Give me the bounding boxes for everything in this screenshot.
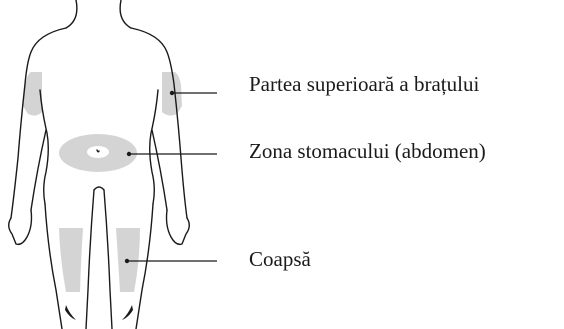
thigh-label: Coapsă	[249, 249, 311, 270]
neck-left	[66, 0, 77, 28]
knee-marks	[65, 305, 133, 320]
right-leg-outer	[136, 204, 153, 329]
stomach-area-label: Zona stomacului (abdomen)	[249, 141, 486, 162]
left-hand	[9, 210, 32, 244]
right-shoulder-arm-outer	[131, 28, 187, 218]
thigh-leader-dot	[125, 259, 129, 263]
stomach-leader-dot	[127, 152, 131, 156]
right-leg-inner	[104, 190, 112, 329]
arm-leader-dot	[170, 91, 174, 95]
left-shoulder-arm-outer	[11, 28, 66, 218]
left-leg-inner	[86, 190, 94, 329]
left-thigh-zone	[59, 228, 83, 292]
right-knee-mark	[122, 305, 133, 320]
right-hand	[167, 210, 190, 244]
injection-zones	[23, 72, 182, 292]
neck-right	[120, 0, 131, 28]
upper-arm-label: Partea superioară a brațului	[249, 74, 479, 95]
left-leg-outer	[45, 204, 62, 329]
left-knee-mark	[65, 305, 76, 320]
right-torso-side	[150, 90, 158, 204]
crotch	[94, 187, 104, 190]
